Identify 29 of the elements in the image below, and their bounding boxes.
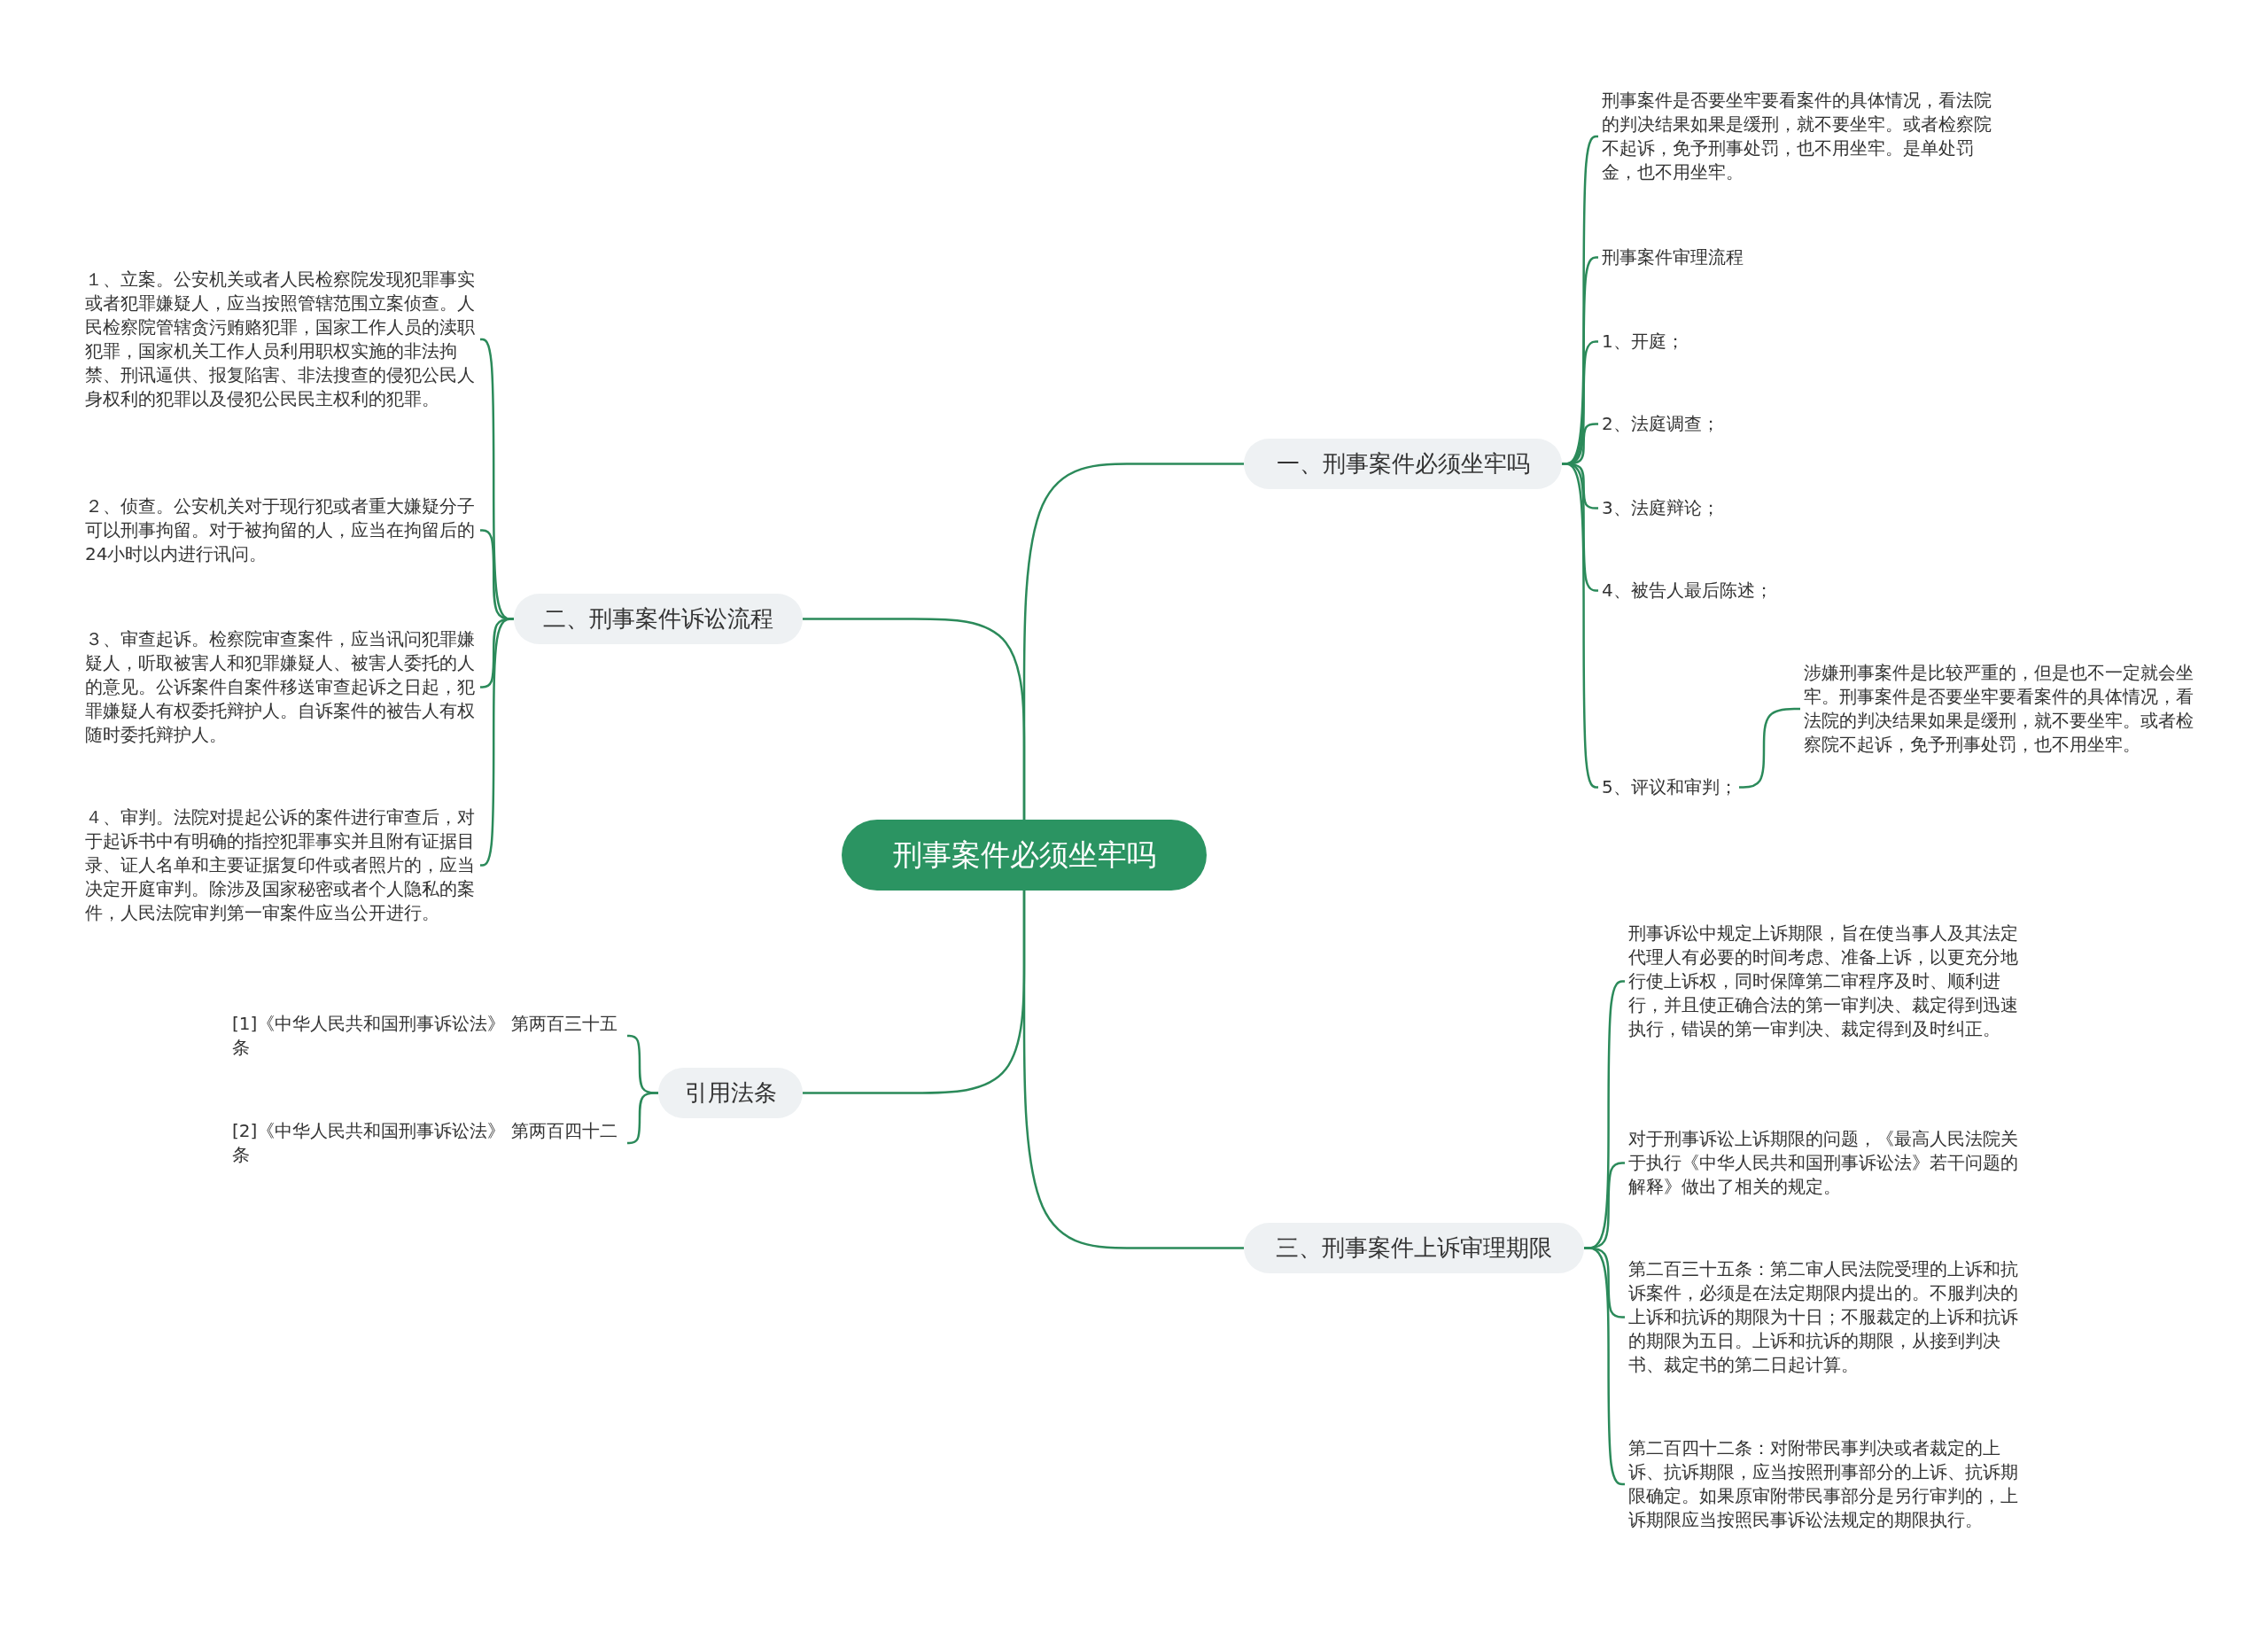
branch-topic: 二、刑事案件诉讼流程 [514,594,803,644]
connector-line [480,618,514,867]
detail-text: ４、审判。法院对提起公诉的案件进行审查后，对于起诉书中有明确的指控犯罪事实并且附有证据目录、证人名单和主要证据复印件或者照片的，应当决定开庭审判。除涉及国家秘密或者个人隐私的案件，人民法院审判第一审案件应当公开进行。 [85,805,477,925]
detail-text: 4、被告人最后陈述； [1602,579,1775,603]
connector-line [627,1092,658,1145]
branch-topic: 一、刑事案件必须坐牢吗 [1244,439,1562,489]
detail-text: 对于刑事诉讼上诉期限的问题，《最高人民法院关于执行《中华人民共和国刑事诉讼法》若干问题的解释》做出了相关的规定。 [1628,1127,2020,1199]
detail-text: 5、评议和审判； [1602,775,1739,799]
detail-text: １、立案。公安机关或者人民检察院发现犯罪事实或者犯罪嫌疑人，应当按照管辖范围立案侦查。人民检察院管辖贪污贿赂犯罪，国家工作人员的渎职犯罪，国家机关工作人员利用职权实施的非法拘禁、刑讯逼供、报复陷害、非法搜查的侵犯公民人身权利的犯罪以及侵犯公民民主权利的犯罪。 [85,268,477,411]
connector-line [1562,463,1599,789]
branch-topic: 三、刑事案件上诉审理期限 [1244,1223,1584,1273]
detail-text: ３、审查起诉。检察院审查案件，应当讯问犯罪嫌疑人，听取被害人和犯罪嫌疑人、被害人委托的人的意见。公诉案件自案件移送审查起诉之日起，犯罪嫌疑人有权委托辩护人。自诉案件的被告人有权随时委托辩护人。 [85,627,477,747]
detail-text: ２、侦查。公安机关对于现行犯或者重大嫌疑分子可以刑事拘留。对于被拘留的人，应当在拘留后的24小时以内进行讯问。 [85,494,477,566]
detail-text: 第二百三十五条：第二审人民法院受理的上诉和抗诉案件，必须是在法定期限内提出的。不服判决的上诉和抗诉的期限为十日；不服裁定的上诉和抗诉的期限为五日。上诉和抗诉的期限，从接到判决书、裁定书的第二日起计算。 [1628,1257,2020,1377]
connector-line [1584,1247,1625,1486]
detail-text: 刑事案件审理流程 [1602,245,1745,269]
detail-text: 刑事诉讼中规定上诉期限，旨在使当事人及其法定代理人有必要的时间考虑、准备上诉，以更充分地行使上诉权，同时保障第二审程序及时、顺利进行，并且使正确合法的第一审判决、裁定得到迅速执行，错误的第一审判决、裁定得到及时纠正。 [1628,922,2020,1041]
detail-text: [1]《中华人民共和国刑事诉讼法》 第两百三十五条 [232,1012,624,1060]
branch-topic: 引用法条 [658,1068,803,1118]
detail-text: 2、法庭调查； [1602,412,1721,436]
central-topic: 刑事案件必须坐牢吗 [842,820,1207,891]
detail-text: 涉嫌刑事案件是比较严重的，但是也不一定就会坐牢。刑事案件是否要坐牢要看案件的具体情况，看法院的判决结果如果是缓刑，就不要坐牢。或者检察院不起诉，免予刑事处罚，也不用坐牢。 [1804,661,2195,757]
detail-text: 1、开庭； [1602,330,1686,354]
detail-text: 刑事案件是否要坐牢要看案件的具体情况，看法院的判决结果如果是缓刑，就不要坐牢。或者检察院不起诉，免予刑事处罚，也不用坐牢。是单处罚金，也不用坐牢。 [1602,89,2002,184]
detail-text: 3、法庭辩论； [1602,496,1721,520]
connector-line [1022,891,1244,1249]
detail-text: 第二百四十二条：对附带民事判决或者裁定的上诉、抗诉期限，应当按照刑事部分的上诉、抗诉期限确定。如果原审附带民事部分是另行审判的，上诉期限应当按照民事诉讼法规定的期限执行。 [1628,1436,2020,1532]
detail-text: [2]《中华人民共和国刑事诉讼法》 第两百四十二条 [232,1119,624,1167]
connector-line [803,618,1026,820]
